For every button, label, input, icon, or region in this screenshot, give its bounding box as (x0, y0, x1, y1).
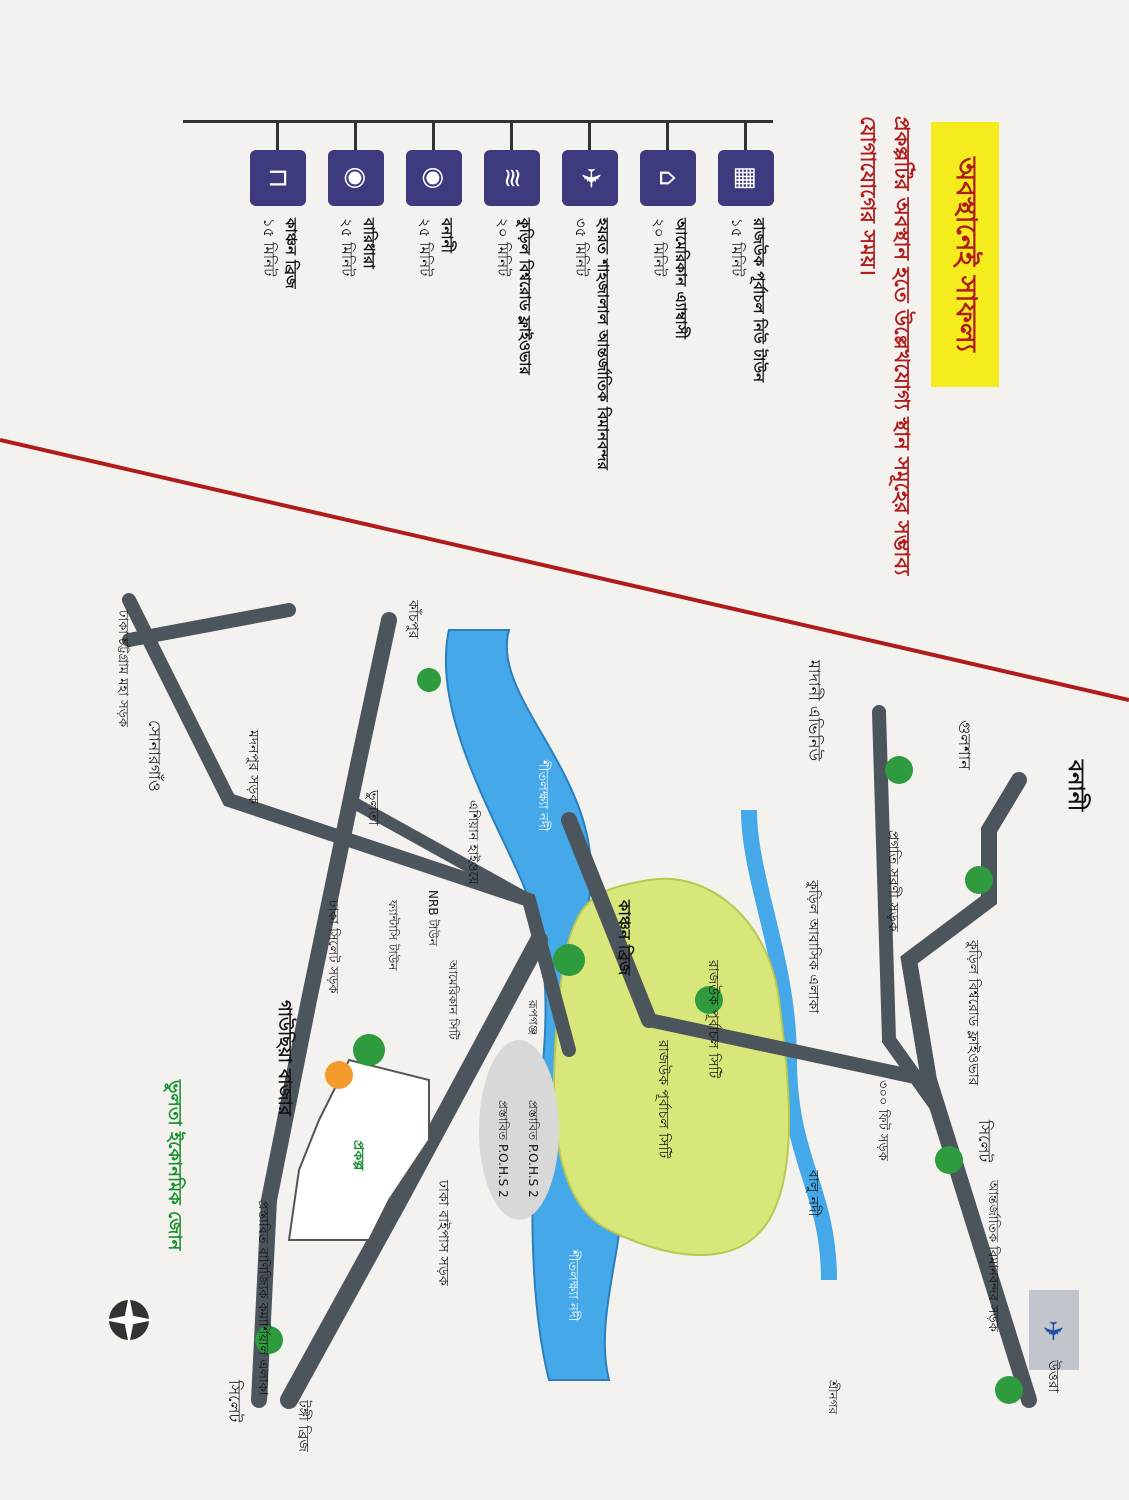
label-uttara: উত্তরা (1045, 1359, 1062, 1394)
label-dhaka-bypass: ঢাকা বাইপাস সড়ক (435, 1179, 452, 1286)
label-kuril-area: কুড়িল আবাসিক এলাকা (805, 879, 822, 1014)
label-purbachal-1: রাজউক পূর্বাচল সিটি (705, 959, 722, 1078)
label-gulshan: গুলশান (955, 720, 974, 770)
label-rupganj: রূপগঞ্জ (526, 999, 540, 1035)
label-sreenagar: শ্রীনগর (826, 1379, 841, 1415)
label-sylhet: সিলেট (225, 1379, 244, 1422)
label-economic-zone: ভুলতা ইকোনমিক জোন (163, 1079, 186, 1252)
label-kanchan-bridge: কাঞ্চন ব্রিজ (615, 899, 635, 976)
label-pragati: প্রগতি সরণী সড়ক (885, 830, 902, 932)
label-purbachal-2: রাজউক পূর্বাচল সিটি (655, 1039, 672, 1158)
road-300ft (561, 812, 657, 1028)
asian-highway (122, 593, 576, 1057)
divider-line (0, 438, 1129, 702)
label-project: প্রকল্প (350, 1140, 366, 1171)
label-balu: বালু নদী (805, 1169, 822, 1217)
project-area (287, 1058, 430, 1241)
madanpur-road (342, 614, 535, 906)
tree-icon (995, 1376, 1023, 1404)
tree-markers (255, 668, 1023, 1404)
label-gausia: গাউছিয়া বাজার (274, 1000, 297, 1117)
tree-icon (255, 1326, 283, 1354)
tree-icon (935, 1146, 963, 1174)
airport-road (900, 772, 1037, 1408)
label-madanpur: মদনপুর সড়ক (245, 729, 261, 804)
dhaka-ctg-highway (122, 603, 296, 647)
label-kanchpur: কাঁচপুর (405, 599, 422, 639)
label-shitalakshya-1: শীতলক্ষ্যা নদী (535, 759, 551, 832)
label-bhulta: ভুলতা (365, 789, 381, 826)
label-commercial: প্রস্তাবিত বাণিজ্যিক কমার্শিয়াল এলাকা (255, 1200, 271, 1396)
label-road-300: ৩০০ ফিট সড়ক (875, 1080, 891, 1162)
airplane-icon: ✈ (1037, 1320, 1067, 1342)
label-dhaka-sylhet: ঢাকা সিলেট সড়ক (325, 899, 341, 994)
pragati-road (872, 705, 946, 1117)
tree-icon (353, 1034, 385, 1066)
dhaka-bypass (280, 931, 548, 1409)
tree-icon (417, 668, 441, 692)
tree-icon (965, 866, 993, 894)
airport-block (1029, 1290, 1079, 1370)
label-banani: বনানী (1063, 759, 1091, 812)
tree-icon (885, 756, 913, 784)
purbachal-area (553, 877, 790, 1256)
label-shitalakshya-2: শীতলক্ষ্যা নদী (565, 1249, 581, 1322)
label-nrb: NRB টাউন (426, 890, 440, 947)
label-kuril: কুড়িল বিশ্বরোড ফ্লাইওভার (965, 939, 982, 1086)
pohs-area (479, 1040, 559, 1220)
label-american: আমেরিকান সিটি (446, 959, 460, 1040)
tree-icon (553, 944, 585, 976)
label-fantasy: ফ্যান্টাসি টাউন (386, 899, 400, 971)
project-marker (325, 1061, 353, 1089)
label-asian-highway: এশিয়ান হাইওয়ে (465, 800, 481, 885)
label-sonargaon: সোনারগাঁও (145, 720, 164, 792)
tree-icon (695, 986, 723, 1014)
kuril-link (642, 1013, 936, 1087)
balu-river (741, 809, 837, 1281)
compass-icon (104, 1295, 154, 1345)
label-proposed-pohs: প্রস্তাবিত P.O.H.S 2 (526, 1100, 540, 1198)
road-network (122, 593, 1037, 1409)
label-tongi-bridge: টঙ্গী ব্রিজ (295, 1399, 312, 1452)
label-dhaka-ctg: ঢাকা চট্টগ্রাম মহা সড়ক (115, 609, 131, 728)
label-madani: মাদানী এভিনিউ (805, 659, 824, 762)
label-airport-road: আন্তর্জাতিক বিমানবন্দর সড়ক (985, 1179, 1001, 1333)
label-sylhet-2: সিলেট (975, 1119, 994, 1162)
label-pohs: প্রস্তাবিত P.O.H.S 2 (496, 1100, 510, 1198)
